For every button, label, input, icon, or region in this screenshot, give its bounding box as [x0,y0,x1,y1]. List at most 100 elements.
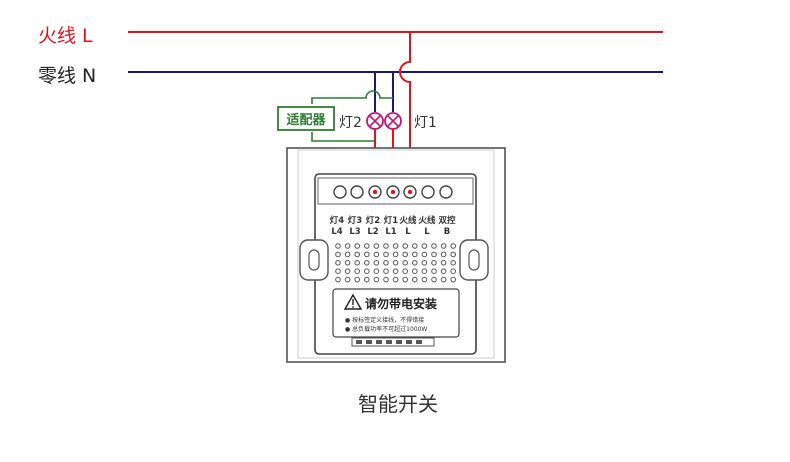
mounting-slot-left [299,239,329,281]
warning-label: 请勿带电安装 ● 按标签定义接线，不得错接 ● 总负载功率不可超过1000W [332,288,460,338]
adapter-wire-bottom [311,132,375,142]
mounting-slot-right [459,239,489,281]
vent-hole [402,243,409,249]
vent-hole [344,268,351,275]
screw-terminals [333,185,453,199]
lamp-1-label: 灯1 [414,115,437,131]
vent-hole [354,276,361,283]
vent-hole [335,243,341,249]
vent-hole [440,251,447,258]
vent-hole [373,260,380,266]
vent-hole [412,251,418,258]
vent-hole [335,251,341,258]
vent-hole [392,251,399,258]
vent-hole [335,276,341,283]
vent-hole [354,260,361,266]
warning-note-1: ● 按标签定义接线，不得错接 [345,316,424,324]
terminal-top-5: 火线 [418,215,436,226]
vent-hole [383,268,389,275]
vent-hole [412,243,418,249]
vent-hole [344,251,351,258]
vent-grid [335,243,457,283]
vent-hole [373,251,380,258]
vent-hole [440,276,447,283]
vent-hole [450,268,457,275]
lamp-2-label: 灯2 [339,115,362,131]
warning-triangle-icon [343,293,363,310]
vent-hole [431,268,437,275]
vent-hole [412,276,418,283]
lamp-2-icon [366,112,384,130]
adapter-wire-top [311,90,393,104]
warning-title: 请勿带电安装 [365,296,437,311]
vent-hole [344,260,351,266]
vent-hole [383,251,389,258]
vent-hole [344,276,351,283]
terminal-top-4: 火线 [399,215,417,226]
lamp-1-icon [384,112,402,130]
vent-hole [402,260,409,266]
vent-hole [412,260,418,266]
vent-hole [344,243,351,249]
vent-hole [421,260,428,266]
terminal-bottom-4: L [405,227,411,237]
terminal-top-2: 灯2 [366,215,381,226]
terminal-bottom-1: L3 [349,227,360,237]
live-label: 火线 L [38,25,93,47]
warning-note-2: ● 总负载功率不可超过1000W [345,325,427,333]
caption: 智能开关 [358,392,438,416]
live-drop-wire [399,32,411,184]
vent-hole [440,260,447,266]
vent-hole [402,276,409,283]
terminal-top-3: 灯1 [384,215,399,226]
vent-hole [373,243,380,249]
terminal-top-0: 灯4 [330,215,345,226]
vent-hole [373,268,380,275]
vent-hole [392,276,399,283]
adapter-box [277,106,335,131]
adapter-label: 适配器 [286,112,326,128]
vent-hole [354,251,361,258]
vent-hole [354,268,361,275]
bottom-pins [351,337,435,347]
vent-hole [364,251,370,258]
vent-hole [392,260,399,266]
vent-hole [335,268,341,275]
vent-hole [383,243,389,249]
vent-hole [335,260,341,266]
terminal-bottom-3: L1 [385,227,396,237]
vent-hole [440,243,447,249]
vent-hole [431,251,437,258]
vent-hole [431,260,437,266]
vent-hole [402,268,409,275]
vent-hole [392,243,399,249]
vent-hole [364,260,370,266]
vent-hole [450,276,457,283]
vent-hole [421,268,428,275]
vent-hole [364,268,370,275]
vent-hole [383,276,389,283]
terminal-bottom-6: B [444,227,450,237]
vent-hole [421,251,428,258]
terminal-top-6: 双控 [438,215,456,226]
vent-hole [383,260,389,266]
vent-hole [364,243,370,249]
vent-hole [412,268,418,275]
terminal-bottom-0: L4 [331,227,342,237]
vent-hole [392,268,399,275]
vent-hole [431,276,437,283]
vent-hole [421,276,428,283]
vent-hole [373,276,380,283]
terminal-top-1: 灯3 [348,215,363,226]
vent-hole [431,243,437,249]
vent-hole [450,251,457,258]
vent-hole [354,243,361,249]
terminal-bottom-5: L [424,227,430,237]
terminal-bottom-2: L2 [367,227,378,237]
vent-hole [421,243,428,249]
vent-hole [402,251,409,258]
vent-hole [440,268,447,275]
neutral-label: 零线 N [38,65,96,87]
vent-hole [364,276,370,283]
